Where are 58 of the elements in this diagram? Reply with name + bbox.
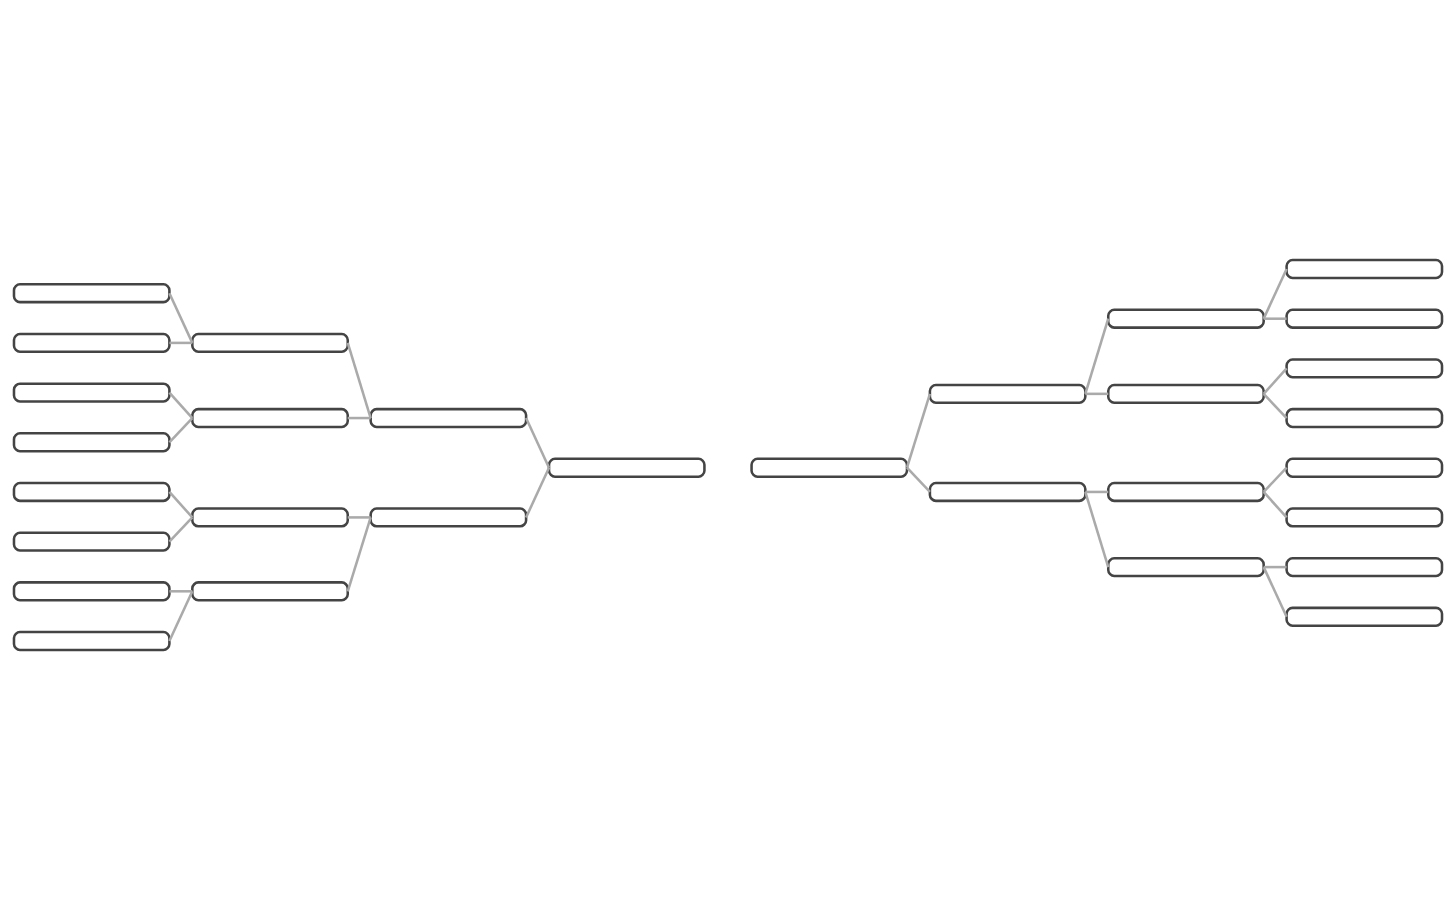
connector [169,590,193,593]
connector [168,516,194,543]
node-box [1285,606,1444,627]
connector [1084,491,1110,568]
node-box [1285,358,1444,379]
node-box [191,407,350,429]
connector [906,466,931,493]
connector [168,391,194,419]
node-box [547,457,706,478]
node-box [12,481,171,503]
connector [1085,392,1109,396]
node-box [12,382,171,403]
connector [347,416,371,420]
connector [1084,318,1110,395]
node-box [928,383,1087,405]
node-box [1285,407,1444,429]
node-box [928,481,1087,503]
node-box [1285,556,1444,578]
node-box [12,432,171,453]
connector [168,417,194,444]
connector [905,393,932,469]
node-box [369,507,528,528]
connector [1262,367,1288,395]
connector [1262,392,1288,419]
node-box [1285,258,1444,280]
node-box [191,507,350,528]
connector [524,467,551,518]
connector [1085,490,1109,494]
connector [168,292,194,344]
node-box [191,581,350,602]
node-box [1285,457,1444,478]
connector [524,417,551,469]
connector [1262,268,1288,320]
node-box [1106,481,1265,503]
node-box [1285,507,1444,528]
connector [346,517,372,592]
node-box [12,581,171,602]
connector [168,491,194,519]
node-box [369,407,528,429]
connector [1263,565,1287,569]
node-box [750,457,909,478]
node-box [12,283,171,304]
connector [1262,566,1288,618]
connector [347,516,371,519]
connector [1262,491,1288,519]
connector [168,590,194,642]
connector [169,341,193,345]
node-box [1106,308,1265,329]
connector [1262,466,1288,493]
connector [1263,317,1287,320]
node-box [12,332,171,354]
node-box [1285,308,1444,329]
node-box [1106,556,1265,578]
connector [346,342,372,419]
node-box [1106,383,1265,405]
node-box [12,630,171,652]
node-box [191,332,350,354]
node-box [12,531,171,552]
